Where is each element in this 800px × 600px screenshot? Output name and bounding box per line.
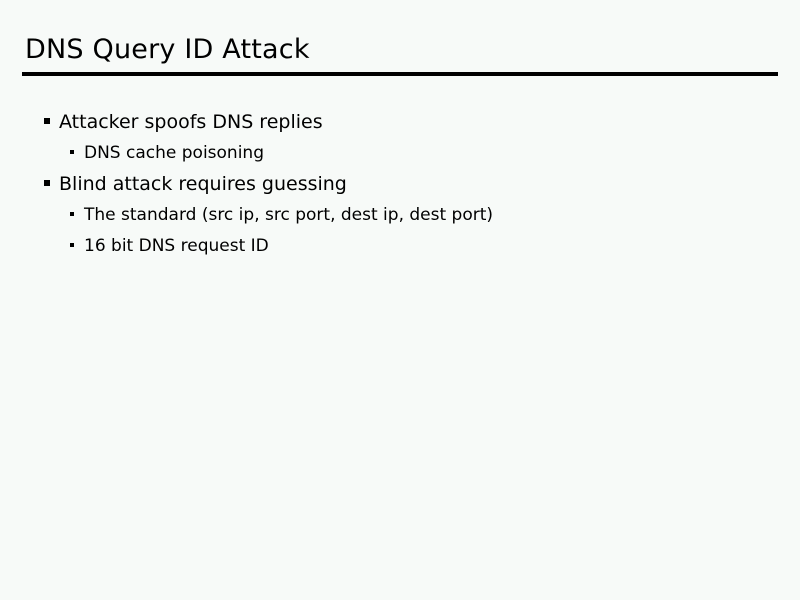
list-item-label: The standard (src ip, src port, dest ip,…	[84, 205, 494, 225]
square-bullet-icon	[70, 243, 74, 247]
square-bullet-icon	[70, 212, 74, 216]
list-item: 16 bit DNS request ID	[0, 234, 800, 265]
title-underline-rule	[22, 72, 778, 76]
slide-bullet-list: Attacker spoofs DNS replies DNS cache po…	[0, 110, 800, 265]
square-bullet-icon	[44, 118, 50, 124]
page-title: DNS Query ID Attack	[25, 34, 310, 65]
slide-title-block: DNS Query ID Attack	[22, 33, 778, 76]
list-item-label: Blind attack requires guessing	[59, 173, 347, 195]
square-bullet-icon	[70, 150, 74, 154]
list-item-label: DNS cache poisoning	[84, 143, 264, 163]
list-item: The standard (src ip, src port, dest ip,…	[0, 203, 800, 234]
square-bullet-icon	[44, 180, 50, 186]
list-item: Blind attack requires guessing	[0, 172, 800, 203]
list-item: DNS cache poisoning	[0, 141, 800, 172]
list-item-label: 16 bit DNS request ID	[84, 236, 269, 256]
list-item-label: Attacker spoofs DNS replies	[59, 111, 323, 133]
list-item: Attacker spoofs DNS replies	[0, 110, 800, 141]
